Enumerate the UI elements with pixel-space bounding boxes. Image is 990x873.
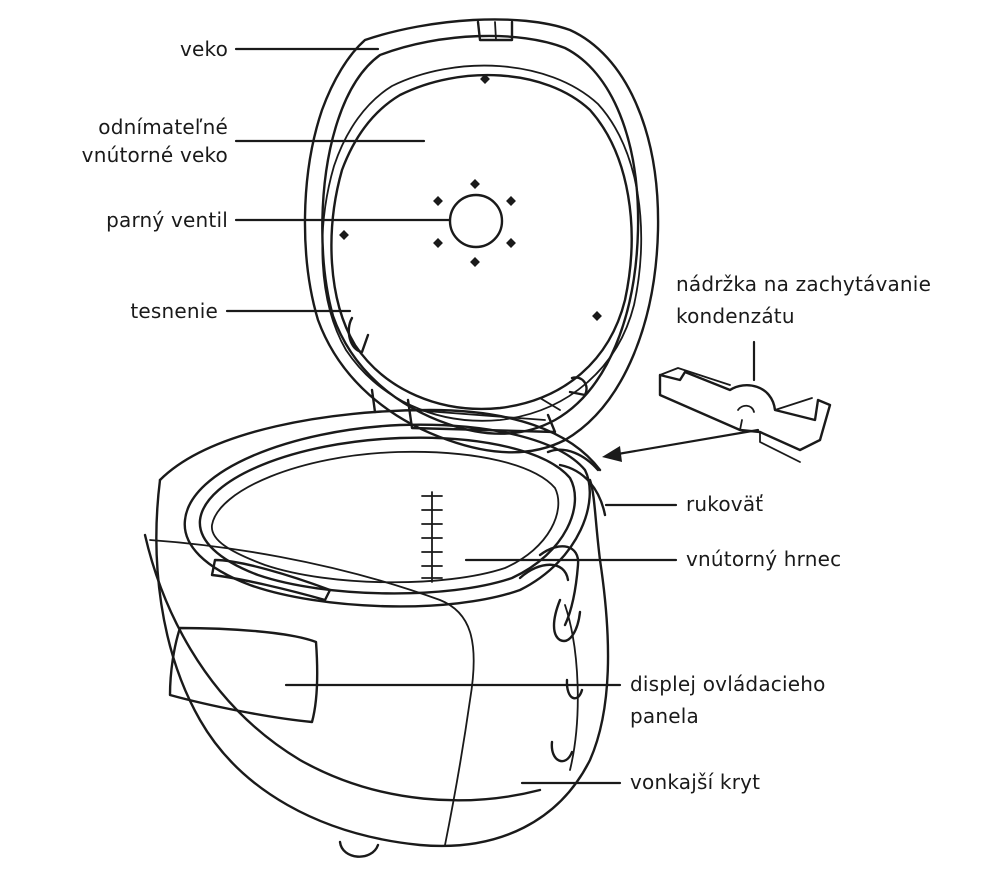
hinge [370, 388, 557, 434]
label-steam-valve: parný ventil [106, 208, 228, 232]
label-inner-lid-line1: odnímateľné [98, 115, 228, 139]
label-display-line1: displej ovládacieho [630, 672, 826, 696]
water-level-scale [421, 491, 443, 583]
label-outer-cover: vonkajší kryt [630, 770, 761, 794]
label-inner-lid-line2: vnútorné veko [81, 143, 228, 167]
condensate-tray [658, 367, 832, 463]
display-window [168, 626, 319, 724]
label-condensate-line2: kondenzátu [676, 304, 795, 328]
label-inner-pot: vnútorný hrnec [686, 547, 842, 571]
label-condensate-line1: nádržka na zachytávanie [676, 272, 932, 296]
label-lid: veko [179, 37, 228, 61]
pot-rim [183, 423, 607, 643]
lid [303, 18, 660, 454]
tray-arrow [602, 428, 760, 462]
label-seal: tesnenie [130, 299, 218, 323]
leader-lines [225, 47, 756, 785]
label-display-line2: panela [630, 704, 699, 728]
label-handle: rukoväť [686, 492, 764, 516]
